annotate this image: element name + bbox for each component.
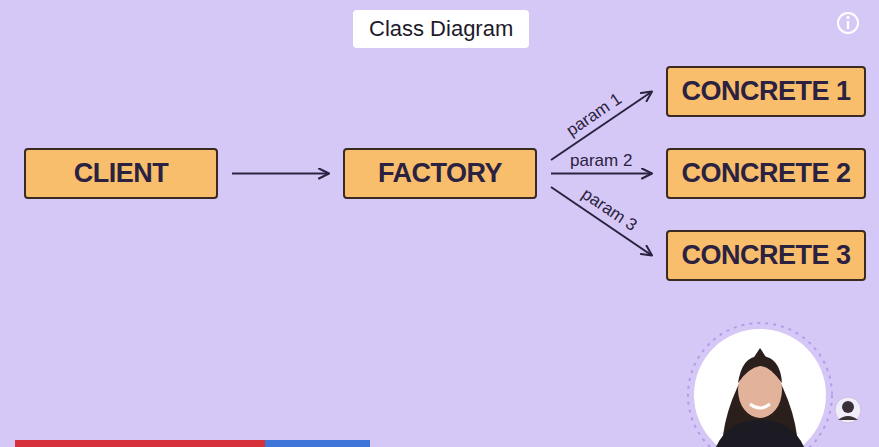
diagram-title: Class Diagram <box>369 16 513 42</box>
edge-label: param 2 <box>570 151 632 171</box>
class-box: CONCRETE 3 <box>666 230 866 281</box>
class-name: CONCRETE 1 <box>681 76 850 107</box>
arrow-connector <box>232 173 329 175</box>
video-bar <box>15 440 370 447</box>
edge-label: param 3 <box>578 184 641 236</box>
class-name: CLIENT <box>74 158 169 189</box>
class-box: CONCRETE 2 <box>666 148 866 199</box>
class-box: CLIENT <box>24 148 218 199</box>
presenter-photo <box>688 323 861 447</box>
info-icon <box>838 13 858 33</box>
class-box: CONCRETE 1 <box>666 66 866 117</box>
class-name: FACTORY <box>378 158 502 189</box>
title-box: Class Diagram <box>353 10 529 48</box>
class-name: CONCRETE 2 <box>681 158 850 189</box>
class-name: CONCRETE 3 <box>681 240 850 271</box>
arrow-connector <box>551 173 652 175</box>
class-box: FACTORY <box>343 148 537 199</box>
